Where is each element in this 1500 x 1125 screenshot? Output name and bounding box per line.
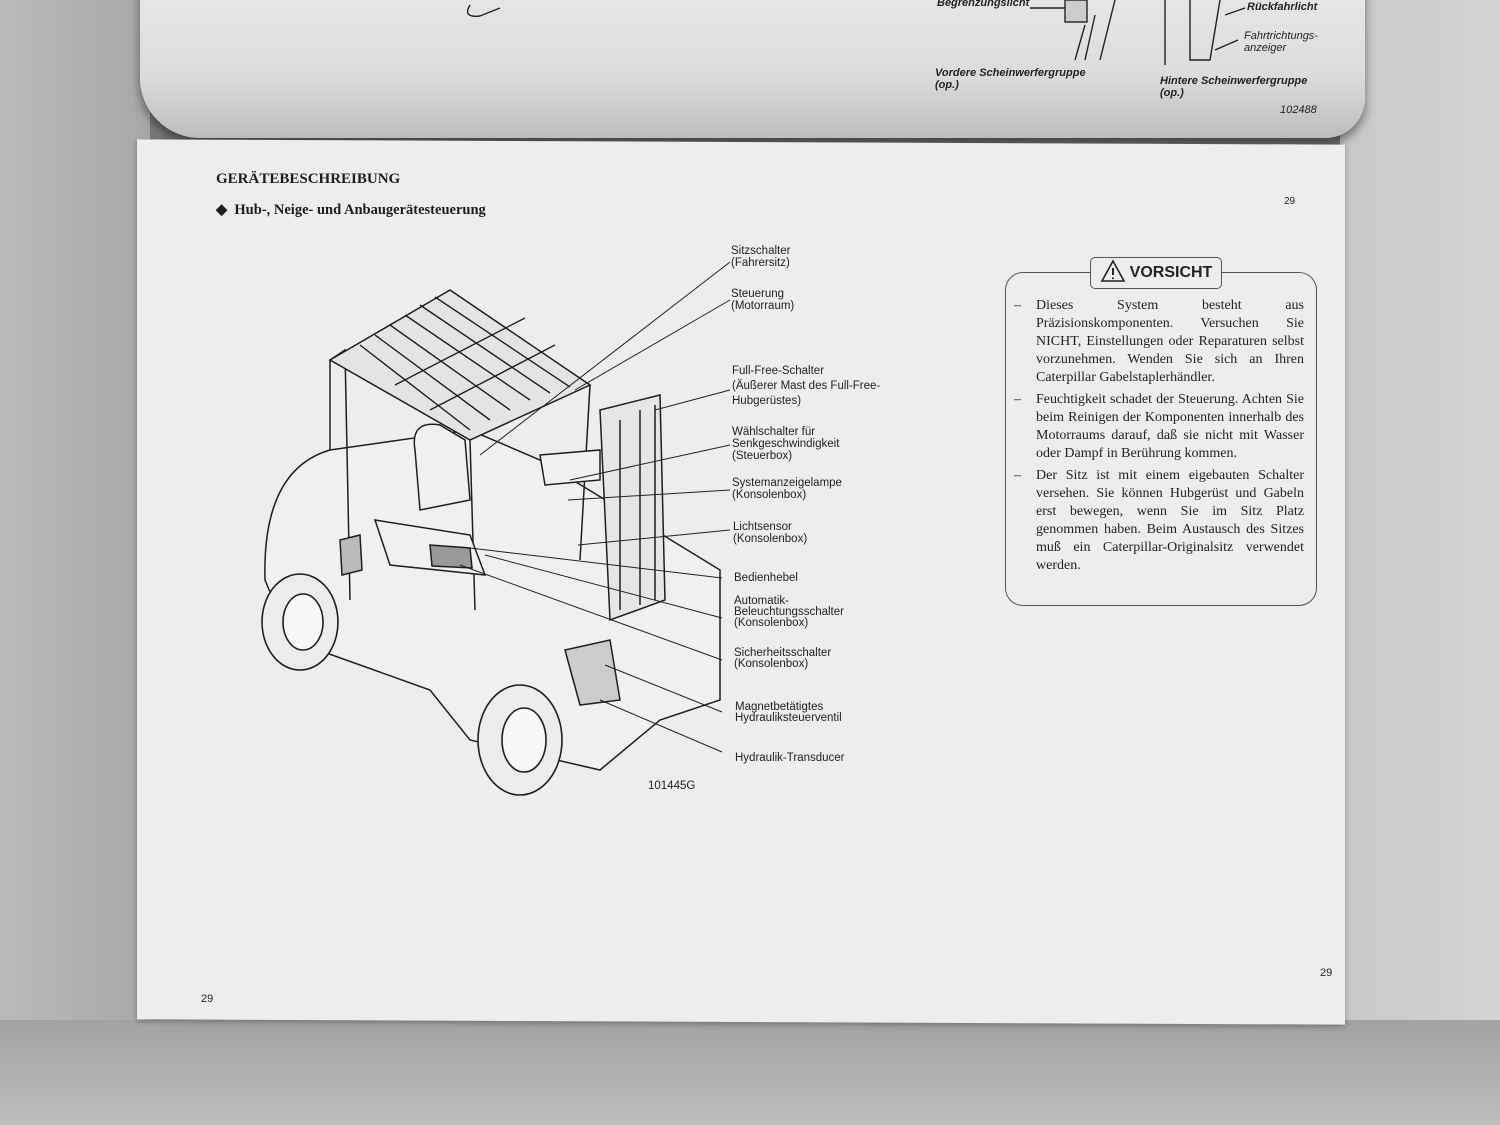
background-left <box>0 0 150 1125</box>
callout-auto-light-switch: Automatik- Beleuchtungsschalter (Konsole… <box>734 595 844 629</box>
callout-system-indicator-lamp: Systemanzeigelampe (Konsolenbox) <box>732 477 842 501</box>
callout-leader-lines <box>459 261 731 753</box>
callout-lowering-speed-switch: Wählschalter für Senkgeschwindigkeit (St… <box>732 426 840 462</box>
dash: – <box>1014 468 1021 483</box>
dash: – <box>1014 298 1021 313</box>
page-number-top: 29 <box>1284 196 1296 207</box>
warning-item-text: Feuchtigkeit schadet der Steuerung. Acht… <box>1036 392 1304 461</box>
bullet-icon: ◆ <box>216 202 228 218</box>
background-right <box>1340 0 1500 1125</box>
subsection-text: Hub-, Neige- und Anbaugerätesteuerung <box>234 202 486 218</box>
wheels <box>261 573 563 796</box>
warning-title-text: VORSICHT <box>1129 264 1213 281</box>
figure-id-top: 102488 <box>1280 104 1317 116</box>
warning-item-text: Der Sitz ist mit einem eigebauten Schalt… <box>1036 468 1304 573</box>
warning-body: –Dieses System besteht aus Präzisionskom… <box>1014 297 1304 579</box>
callout-full-free-switch: Full-Free-Schalter (Äußerer Mast des Ful… <box>732 365 881 407</box>
label-reverse-light: Rückfahrlicht <box>1247 1 1318 13</box>
warning-title: VORSICHT <box>1090 257 1222 289</box>
callout-hydraulic-transducer: Hydraulik-Transducer <box>735 752 845 764</box>
callout-control-lever: Bedienhebel <box>734 572 798 584</box>
label-turn-signal: Fahrtrichtungs- anzeiger <box>1244 30 1318 54</box>
warning-item: –Der Sitz ist mit einem eigebauten Schal… <box>1014 467 1304 575</box>
warning-triangle-icon <box>1100 258 1126 288</box>
previous-page-curled <box>140 0 1365 138</box>
dash: – <box>1014 392 1021 407</box>
callout-controller: Steuerung (Motorraum) <box>731 288 795 312</box>
section-title: GERÄTEBESCHREIBUNG <box>216 171 401 187</box>
label-rear-light-group: Hintere Scheinwerfergruppe (op.) <box>1160 75 1308 99</box>
warning-item-text: Dieses System besteht aus Präzisionskomp… <box>1036 298 1304 385</box>
callout-solenoid-valve: Magnetbetätigtes Hydrauliksteuerventil <box>735 701 842 724</box>
figure-id: 101445G <box>648 780 696 792</box>
callout-seat-switch: Sitzschalter (Fahrersitz) <box>731 245 791 269</box>
page-number-left: 29 <box>201 993 214 1005</box>
label-side-light: Begrenzungslicht <box>937 0 1030 9</box>
forklift-body <box>264 289 721 771</box>
callout-safety-switch: Sicherheitsschalter (Konsolenbox) <box>734 647 832 670</box>
label-front-light-group: Vordere Scheinwerfergruppe (op.) <box>935 67 1086 91</box>
page-number-right: 29 <box>1320 967 1333 979</box>
overhead-guard-slats <box>359 296 571 431</box>
subsection-title: ◆ Hub-, Neige- und Anbaugerätesteuerung <box>216 202 486 219</box>
warning-item: –Feuchtigkeit schadet der Steuerung. Ach… <box>1014 391 1304 463</box>
warning-item: –Dieses System besteht aus Präzisionskom… <box>1014 297 1304 387</box>
callout-light-sensor: Lichtsensor (Konsolenbox) <box>733 521 808 545</box>
background-bottom <box>0 1020 1500 1125</box>
